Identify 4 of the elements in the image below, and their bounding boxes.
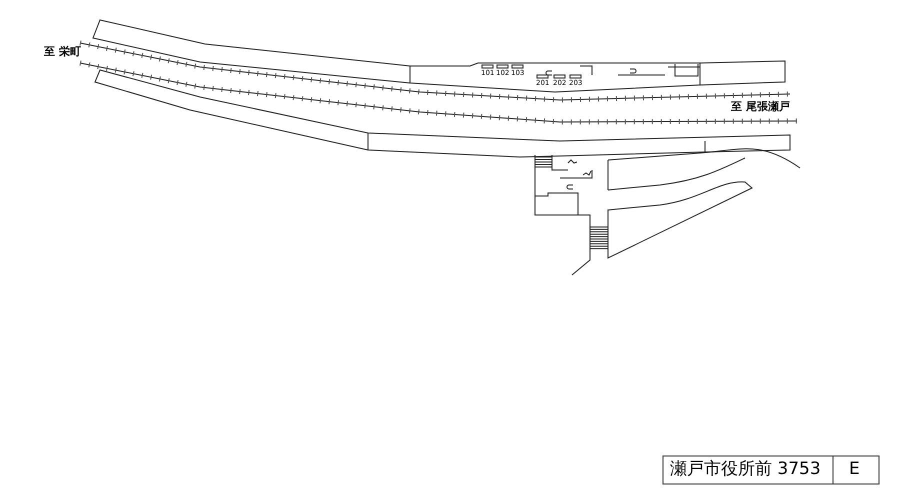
direction-label: 至 栄町 [44,46,81,57]
code-letter-cell: E [849,461,860,478]
direction-label: 至 尾張瀬戸 [731,101,790,112]
station-name-cell: 瀬戸市役所前 3753 [670,461,821,478]
